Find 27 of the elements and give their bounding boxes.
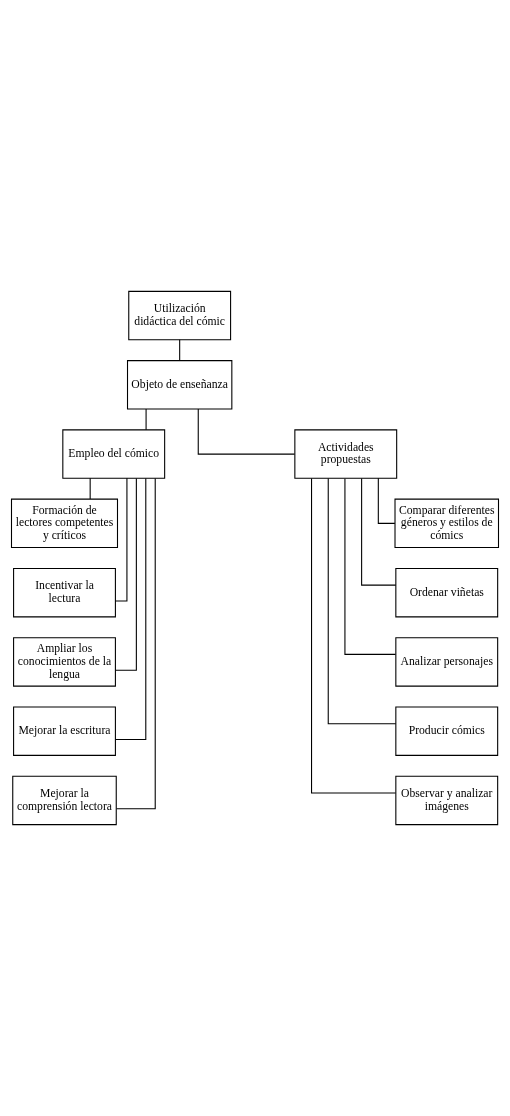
node-box: Comparar diferentes géneros y estilos de cómics — [394, 498, 500, 549]
node-box: Ampliar los conocimientos de la lengua — [13, 637, 116, 687]
connector — [89, 477, 91, 500]
node-box: Actividades propuestas — [294, 429, 398, 479]
connector — [145, 408, 147, 431]
node-box: Utilización didáctica del cómic — [128, 290, 232, 341]
node-box: Producir cómics — [395, 706, 499, 756]
node-box: Mejorar la escritura — [13, 706, 116, 756]
node-box: Empleo del cómico — [62, 429, 166, 479]
connector — [114, 477, 147, 741]
node-box: Observar y analizar imágenes — [395, 775, 499, 826]
connector — [311, 477, 397, 794]
connector — [114, 477, 128, 602]
connector — [344, 478, 397, 655]
node-box: Analizar personajes — [395, 637, 499, 687]
connector — [115, 477, 137, 671]
connector — [115, 477, 156, 810]
node-box: Mejorar la comprensión lectora — [12, 775, 117, 826]
connector — [377, 477, 396, 524]
connector — [327, 477, 397, 725]
node-box: Objeto de enseñanza — [126, 360, 233, 410]
node-box: Incentivar la lectura — [13, 567, 116, 618]
connector — [179, 339, 181, 362]
connector — [197, 408, 296, 455]
node-box: Ordenar viñetas — [395, 567, 499, 618]
connector — [361, 477, 397, 586]
node-box: Formación de lectores competentes y críticos — [10, 498, 119, 549]
